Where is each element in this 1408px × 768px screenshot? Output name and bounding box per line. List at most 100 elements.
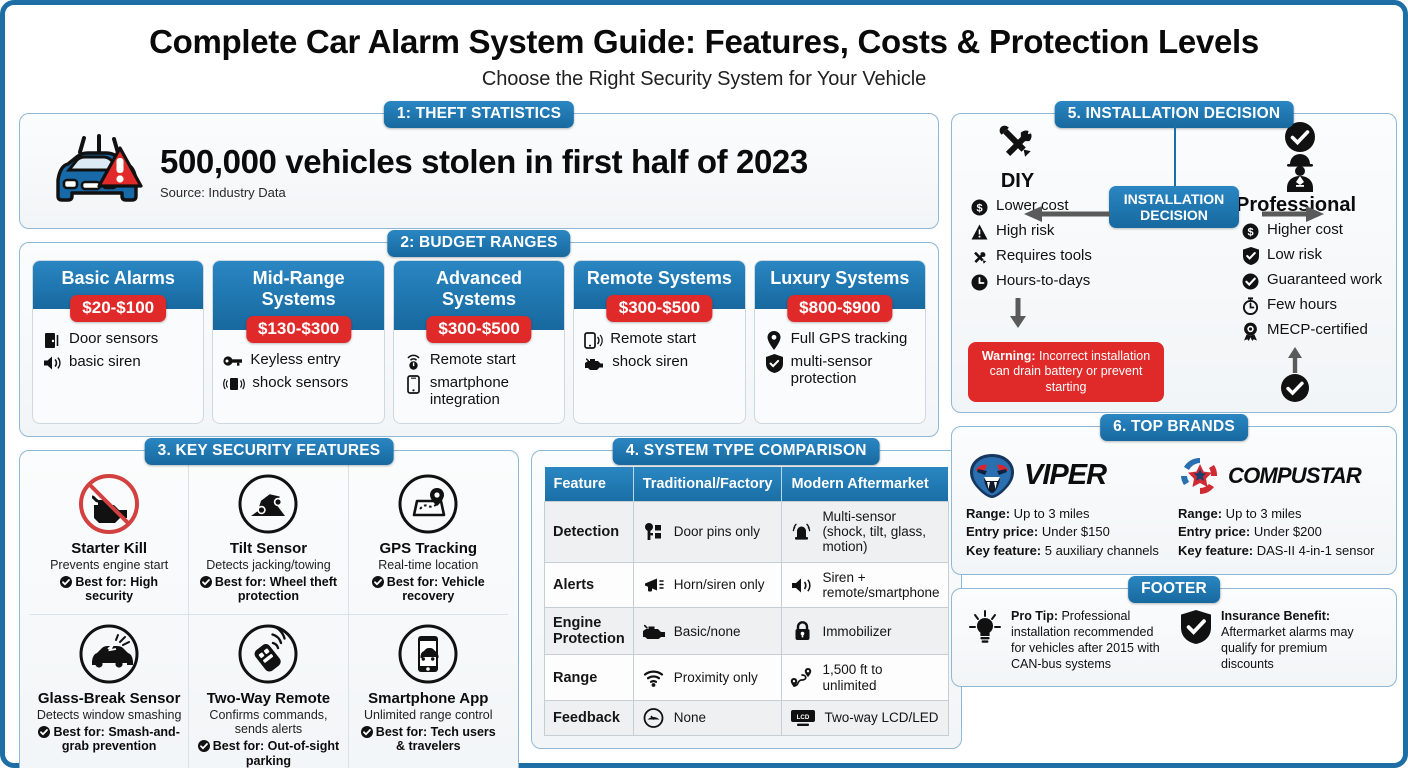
glass-break-icon xyxy=(78,623,140,685)
diy-title: DIY xyxy=(1000,169,1035,192)
budget-card[interactable]: Luxury Systems $800-$900 Full GPS tracki… xyxy=(753,259,927,424)
footer-body-text: Professional installation recommended fo… xyxy=(1011,609,1160,671)
warning-text: Incorrect installation can drain battery… xyxy=(989,349,1151,394)
budget-feature: shock siren xyxy=(584,352,736,373)
spec-value: Under $200 xyxy=(1250,524,1322,540)
key-feature-subtitle: Detects jacking/towing xyxy=(206,557,331,572)
budget-card[interactable]: Mid-Range Systems $130-$300 Keyless entr… xyxy=(212,259,385,424)
key-feature-subtitle: Detects window smashing xyxy=(36,707,182,722)
budget-card-header: Basic Alarms $20-$100 xyxy=(33,260,204,322)
svg-text:$: $ xyxy=(976,203,982,215)
check-circle-icon xyxy=(197,740,210,753)
brand-spec-row: Entry price: Under $150 xyxy=(966,523,1170,541)
budget-card[interactable]: Advanced Systems $300-$500 Remote start xyxy=(392,259,566,424)
key-feature-subtitle: Real-time location xyxy=(378,557,479,572)
shield-check-icon xyxy=(1241,247,1260,266)
page-subtitle: Choose the Right Security System for You… xyxy=(481,67,927,90)
footer-body-text: Aftermarket alarms may qualify for premi… xyxy=(1221,625,1354,671)
brand-card[interactable]: COMPUSTAR Range: Up to 3 miles Entry pri… xyxy=(1178,447,1382,560)
row-traditional-cell: Proximity only xyxy=(632,654,783,702)
left-column: 1: THEFT STATISTICS xyxy=(19,100,962,768)
row-modern-cell: Multi-sensor (shock, tilt, glass, motion… xyxy=(781,500,949,563)
key-feature-card[interactable]: Two-Way Remote Confirms commands, sends … xyxy=(189,614,349,768)
budget-feature-label: shock siren xyxy=(612,352,689,370)
budget-card[interactable]: Remote Systems $300-$500 Remote start xyxy=(573,259,746,424)
table-row: Engine Protection Basic/none Immobilizer xyxy=(544,607,949,656)
pro-point-label: Low risk xyxy=(1267,245,1323,263)
diy-point: $Lower cost xyxy=(970,197,1133,217)
cell-label: Siren + remote/smartphone xyxy=(822,569,940,601)
key-feature-card[interactable]: GPS Tracking Real-time location Best for… xyxy=(348,465,508,615)
check-circle-icon xyxy=(38,726,51,739)
arrow-left-icon xyxy=(1024,205,1110,222)
certificate-icon xyxy=(1241,322,1260,341)
spec-label: Entry price: xyxy=(1178,524,1251,540)
budget-feature: multi-sensor protection xyxy=(765,352,917,388)
row-traditional-cell: Door pins only xyxy=(632,500,783,563)
smartphone-app-icon xyxy=(397,623,459,685)
content-columns: 1: THEFT STATISTICS xyxy=(19,100,1397,768)
starter-kill-icon xyxy=(78,473,140,535)
key-feature-card[interactable]: Tilt Sensor Detects jacking/towing Best … xyxy=(189,464,349,615)
professional-branch: Professional $Higher cost Low risk Guara… xyxy=(1215,121,1390,402)
key-feature-card[interactable]: Smartphone App Unlimited range control B… xyxy=(349,615,508,768)
cell-label: Multi-sensor (shock, tilt, glass, motion… xyxy=(822,508,926,555)
key-feature-best-for: Best for: Smash-and-grab prevention xyxy=(36,725,182,754)
spec-label: Key feature: xyxy=(1178,542,1254,558)
row-traditional-cell: None xyxy=(632,700,783,737)
check-circle-icon xyxy=(199,575,212,588)
budget-card-title: Luxury Systems xyxy=(770,267,910,288)
key-feature-subtitle: Confirms commands, sends alerts xyxy=(209,707,328,737)
up-arrow-icon xyxy=(1288,346,1302,373)
brand-card[interactable]: VIPER Range: Up to 3 miles Entry price: … xyxy=(966,447,1170,560)
budget-feature-label: multi-sensor protection xyxy=(790,352,873,387)
cell-label: Two-way LCD/LED xyxy=(824,710,939,726)
spec-value: Up to 3 miles xyxy=(1010,505,1090,521)
compustar-logo: COMPUSTAR xyxy=(1178,447,1382,505)
key-feature-best-for: Best for: High security xyxy=(36,575,182,604)
row-traditional-cell: Horn/siren only xyxy=(632,561,783,609)
lcd-screen-icon: LCD xyxy=(790,709,816,727)
budget-card[interactable]: Basic Alarms $20-$100 Door sensors xyxy=(32,259,205,424)
decision-connector-line xyxy=(1174,113,1176,186)
tools-icon xyxy=(970,248,989,267)
budget-card-header: Luxury Systems $800-$900 xyxy=(754,260,926,322)
key-feature-best-for: Best for: Out-of-sight parking xyxy=(195,739,341,768)
budget-feature: Keyless entry xyxy=(223,351,375,371)
tilt-sensor-icon xyxy=(237,473,299,535)
lightbulb-icon xyxy=(968,609,1002,645)
theft-text-block: 500,000 vehicles stolen in first half of… xyxy=(160,143,808,200)
spec-value: Under $150 xyxy=(1038,524,1110,540)
shield-check-icon xyxy=(1180,609,1212,645)
cell-label: 1,500 ft to unlimited xyxy=(822,662,883,693)
key-feature-best-for: Best for: Tech users & travelers xyxy=(355,725,502,754)
cell-label: Horn/siren only xyxy=(673,577,765,593)
row-feature-label: Range xyxy=(544,654,634,702)
theft-source: Source: Industry Data xyxy=(160,185,286,201)
spec-label: Range: xyxy=(966,505,1011,521)
cell-label: None xyxy=(673,710,706,726)
budget-feature-label: basic siren xyxy=(69,352,141,370)
diy-point-label: Hours-to-days xyxy=(996,271,1091,289)
spec-value: 5 auxiliary channels xyxy=(1041,542,1159,558)
check-circle-icon xyxy=(371,575,384,588)
lock-icon xyxy=(790,621,814,641)
engine-icon xyxy=(584,354,605,373)
budget-card-price: $300-$500 xyxy=(606,294,713,322)
budget-feature: shock sensors xyxy=(223,374,375,394)
down-arrow-icon xyxy=(970,297,1065,328)
page-title: Complete Car Alarm System Guide: Feature… xyxy=(149,23,1259,60)
diy-point-label: Requires tools xyxy=(996,246,1092,264)
footer-item: Insurance Benefit: Aftermarket alarms ma… xyxy=(1180,609,1380,672)
pro-point: $Higher cost xyxy=(1241,221,1390,241)
check-circle-icon xyxy=(360,726,373,739)
key-feature-card[interactable]: Glass-Break Sensor Detects window smashi… xyxy=(30,614,190,768)
pro-point-label: MECP-certified xyxy=(1267,320,1368,338)
key-feature-card[interactable]: Starter Kill Prevents engine start Best … xyxy=(30,464,190,615)
smartphone-icon xyxy=(404,375,423,394)
section-6-badge: 6. TOP BRANDS xyxy=(1100,413,1248,441)
remote-start-icon xyxy=(404,352,423,371)
row-traditional-cell: Basic/none xyxy=(632,607,783,656)
theft-headline: 500,000 vehicles stolen in first half of… xyxy=(160,143,808,181)
